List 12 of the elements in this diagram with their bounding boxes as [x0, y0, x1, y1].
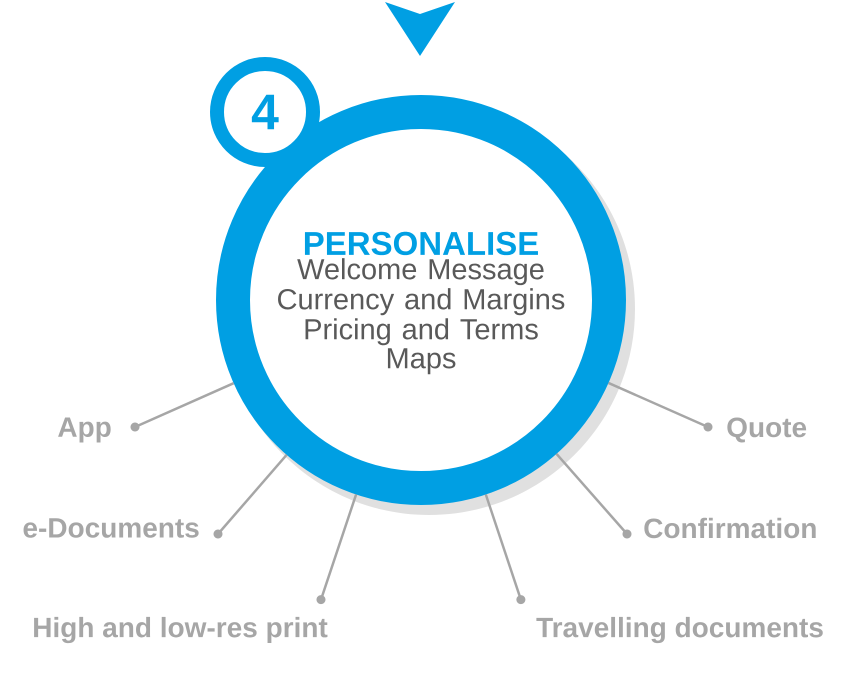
- output-label: Confirmation: [644, 518, 816, 538]
- leader-line: [130, 382, 234, 432]
- output-label: High and low-res print: [34, 616, 328, 644]
- leader-line: [214, 454, 288, 538]
- output-label: App: [58, 417, 111, 443]
- leader-line: [484, 494, 526, 604]
- output-label: Quote: [727, 417, 806, 443]
- leader-line: [556, 453, 632, 538]
- output-label: Travelling documents: [536, 616, 823, 644]
- output-label: e-Documents: [24, 518, 199, 538]
- leader-line: [316, 494, 358, 604]
- leader-line: [608, 382, 712, 432]
